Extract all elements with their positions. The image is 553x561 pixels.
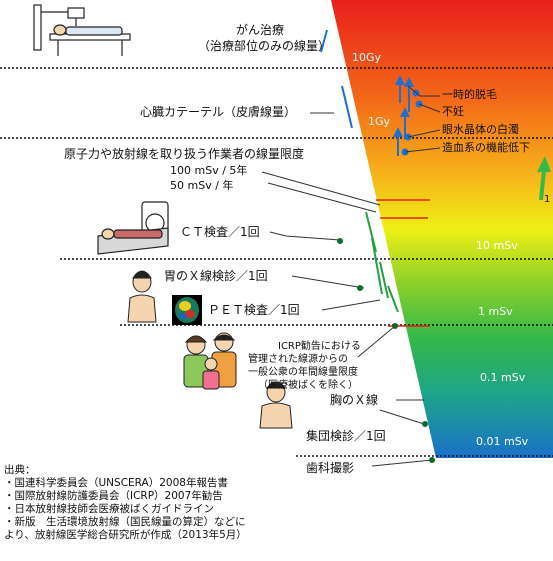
man-icon: [127, 270, 157, 323]
dose-spectrum-band: [331, 0, 553, 458]
ct-scanner-icon: [97, 201, 169, 255]
chest-xray-line-1: 胸のＸ線: [330, 393, 379, 407]
source-heading: 出典：: [4, 464, 36, 476]
chest-xray-icon: [259, 381, 293, 429]
cancer-therapy-subtitle: （治療部位のみの線量）: [198, 39, 331, 53]
pet-scan-label: ＰＥＴ検査／1回: [208, 303, 300, 317]
scale-label-10msv: 10 mSv: [476, 239, 518, 252]
chest-xray-line-2: 集団検診／1回: [306, 429, 386, 443]
effect-cataract: 眼水晶体の白濁: [442, 123, 519, 136]
icrp-line-2: 管理された線源からの: [248, 354, 348, 365]
worker-limit-5y: 100 mSv / 5年: [170, 164, 248, 177]
cardiac-catheter-label: 心臓カテーテル（皮膚線量）: [140, 105, 297, 119]
connector-lines: [261, 85, 441, 467]
icrp-line-1: ICRP勧告における: [278, 341, 361, 352]
stomach-xray-label: 胃のＸ線検診／1回: [164, 269, 268, 283]
blue-range-bars: [320, 29, 353, 129]
source-line: ・新版 生活環境放射線（国民線量の算定）などに: [4, 516, 246, 528]
pet-brain-scan-icon: [172, 295, 202, 325]
source-line: ・国連科学委員会（UNSCERA）2008年報告書: [4, 477, 228, 489]
icrp-line-4: （医療被ばくを除く）: [258, 380, 358, 391]
scale-label-1msv: 1 mSv: [478, 305, 513, 318]
effect-hematopoietic: 造血系の機能低下: [442, 141, 530, 154]
source-line: ・国際放射線防護委員会（ICRP）2007年勧告: [4, 490, 223, 502]
worker-limit-1y: 50 mSv / 年: [170, 179, 234, 192]
scale-label-0-1msv: 0.1 mSv: [480, 371, 526, 384]
source-line: より、放射線医学総合研究所が作成（2013年5月）: [4, 529, 247, 541]
green-range-bars: [365, 211, 399, 313]
icrp-line-3: 一般公衆の年間線量限度: [248, 367, 358, 378]
green-arrow-icon: [537, 156, 551, 201]
source-line: ・日本放射線技師会医療被ばくガイドライン: [4, 503, 214, 515]
marker-dots: [337, 238, 435, 463]
worker-limit-title: 原子力や放射線を取り扱う作業者の線量限度: [64, 147, 305, 161]
cancer-therapy-title: がん治療: [236, 23, 285, 37]
edge-label: 1: [544, 194, 551, 205]
scale-label-1gy: 1Gy: [368, 115, 391, 128]
treatment-bed-icon: [33, 4, 131, 56]
family-icon: [183, 332, 237, 390]
dental-xray-label: 歯科撮影: [306, 461, 355, 475]
scale-label-0-01msv: 0.01 mSv: [476, 435, 529, 448]
source-notes: 出典： ・国連科学委員会（UNSCERA）2008年報告書 ・国際放射線防護委員…: [4, 464, 247, 542]
effect-infertility: 不妊: [442, 105, 464, 118]
ct-scan-label: ＣＴ検査／1回: [180, 225, 260, 239]
effect-hair-loss: 一時的脱毛: [442, 88, 497, 101]
scale-label-10gy: 10Gy: [352, 51, 382, 64]
